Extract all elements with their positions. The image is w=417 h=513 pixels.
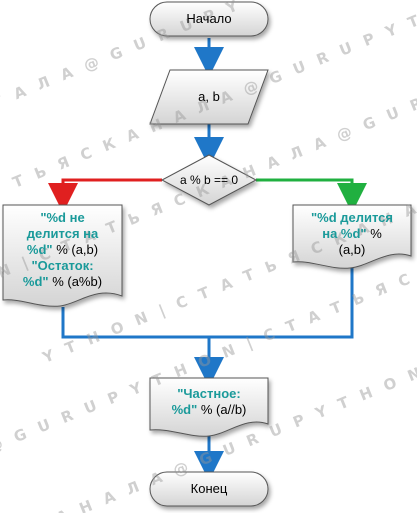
arrow-condition-yes (256, 178, 367, 213)
format-args: % (a,b) (52, 242, 99, 257)
connectors (48, 38, 367, 481)
string-literal: %d" (26, 242, 53, 257)
shapes (2, 1, 412, 507)
connector-yes-branch-merge (209, 265, 354, 339)
end-terminator (149, 471, 269, 507)
quotient-label: "Частное: %d" % (a//b) (150, 386, 268, 418)
quotient-document (149, 377, 269, 437)
no-branch-label: "%d не делится на %d" % (a,b) "Остаток: … (3, 210, 122, 290)
format-args: % (a%b) (48, 274, 103, 289)
condition-label: a % b == 0 (179, 173, 239, 187)
string-literal: на %d" (322, 226, 367, 241)
format-args: % (a//b) (197, 402, 247, 417)
start-label: Начало (186, 11, 232, 26)
condition-diamond (160, 154, 258, 206)
end-label: Конец (190, 481, 228, 496)
string-literal: %d" (22, 274, 49, 289)
string-literal: делится на (26, 226, 99, 241)
start-terminator (149, 1, 269, 37)
string-literal: %d" (171, 402, 198, 417)
yes-branch-document (292, 204, 412, 269)
string-literal: "%d не (40, 210, 85, 225)
string-literal: "Остаток: (31, 258, 94, 273)
yes-branch-label: "%d делится на %d" % (a,b) (293, 210, 411, 258)
no-branch-document (2, 204, 123, 307)
arrow-condition-no (48, 178, 162, 213)
input-parallelogram (149, 69, 269, 125)
format-args: (a,b) (338, 242, 366, 257)
string-literal: "Частное: (177, 386, 241, 401)
string-literal: "%d делится (310, 210, 394, 225)
format-args: % (366, 226, 382, 241)
input-label: a, b (198, 89, 220, 104)
connector-no-branch-merge (61, 307, 209, 339)
